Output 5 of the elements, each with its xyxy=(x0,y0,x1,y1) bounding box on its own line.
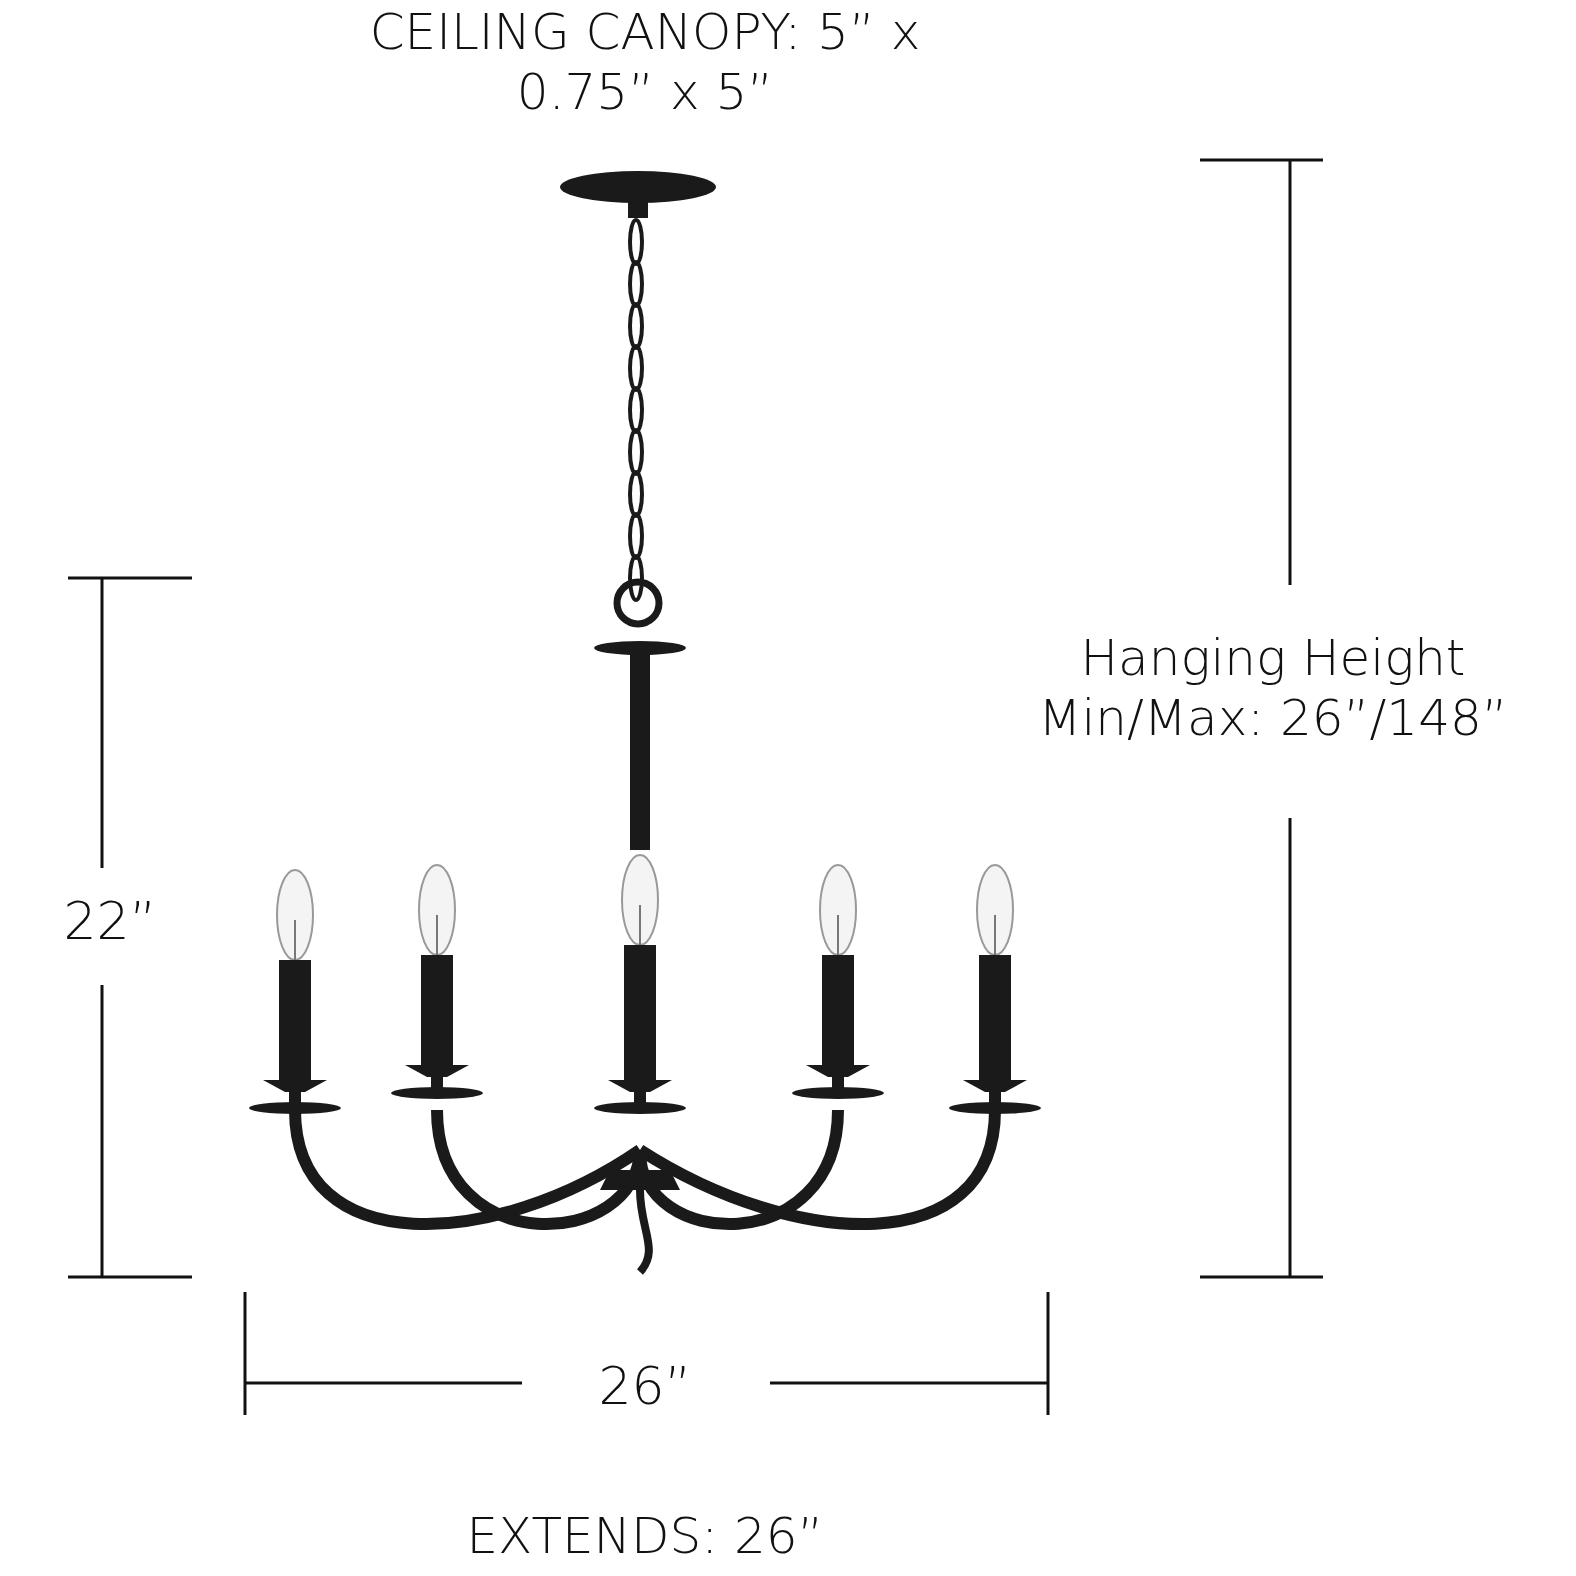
dimension-label: Hanging Height Min/Max: 26”/148” xyxy=(1037,628,1509,748)
dimension-label: 26” xyxy=(597,1355,693,1418)
dimension-label: 22” xyxy=(62,890,158,953)
dimension-label: EXTENDS: 26” xyxy=(465,1506,825,1566)
dimension-label: CEILING CANOPY: 5” x 0.75” x 5” xyxy=(368,2,922,122)
